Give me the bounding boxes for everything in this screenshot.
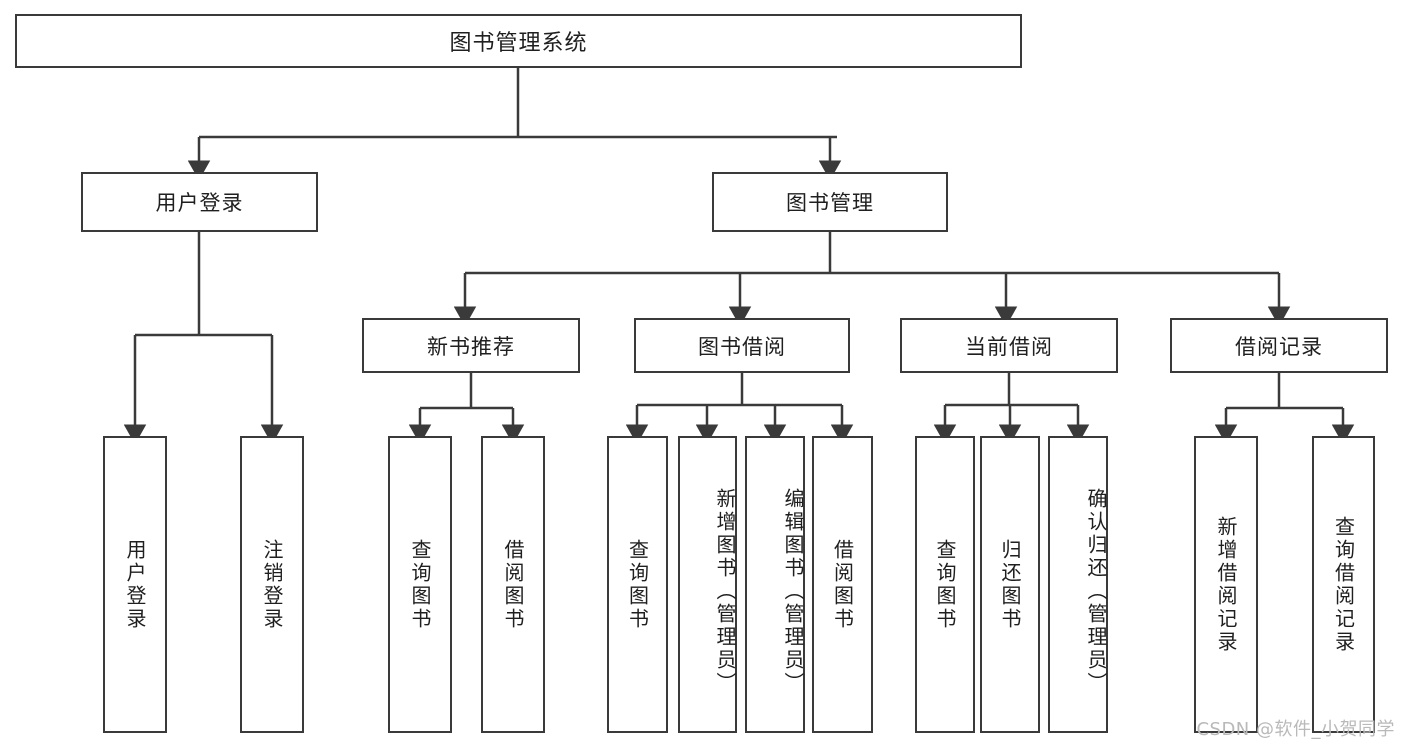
node-leaf-user-logout[interactable]: 注销登录 — [240, 436, 304, 733]
node-user-login[interactable]: 用户登录 — [81, 172, 318, 232]
node-label: 查询图书 — [625, 538, 650, 631]
node-label: 用户登录 — [155, 191, 244, 215]
node-leaf-cur-query[interactable]: 查询图书 — [915, 436, 975, 733]
node-borrow-record[interactable]: 借阅记录 — [1170, 318, 1388, 373]
node-label: 查询图书 — [408, 538, 432, 631]
node-book-borrow[interactable]: 图书借阅 — [634, 318, 850, 373]
node-leaf-borrow-do[interactable]: 借阅图书 — [812, 436, 873, 733]
node-label: 借阅记录 — [1235, 334, 1323, 359]
node-label: 当前借阅 — [965, 334, 1053, 359]
node-leaf-cur-confirm[interactable]: 确认归还（管理员） — [1048, 436, 1108, 733]
node-label: 图书借阅 — [698, 334, 786, 359]
node-label: 用户登录 — [123, 538, 147, 631]
node-current-borrow[interactable]: 当前借阅 — [900, 318, 1118, 373]
node-label: 借阅图书 — [501, 538, 525, 631]
node-leaf-borrow-query[interactable]: 查询图书 — [607, 436, 668, 733]
node-leaf-borrow-edit[interactable]: 编辑图书（管理员） — [745, 436, 805, 733]
node-leaf-user-login[interactable]: 用户登录 — [103, 436, 167, 733]
node-label: 确认归还（管理员） — [1084, 488, 1108, 695]
node-label: 查询图书 — [933, 538, 957, 631]
node-label: 新增借阅记录 — [1214, 515, 1238, 654]
node-new-book-rec[interactable]: 新书推荐 — [362, 318, 580, 373]
node-label: 图书管理 — [786, 191, 874, 215]
node-book-manage[interactable]: 图书管理 — [712, 172, 948, 232]
node-label: 借阅图书 — [830, 538, 855, 631]
node-label: 新书推荐 — [427, 334, 515, 359]
node-label: 查询借阅记录 — [1331, 515, 1356, 654]
node-label: 新增图书（管理员） — [713, 488, 737, 695]
node-leaf-rec-add[interactable]: 新增借阅记录 — [1194, 436, 1258, 733]
node-leaf-rec-search[interactable]: 查询借阅记录 — [1312, 436, 1375, 733]
node-leaf-cur-return[interactable]: 归还图书 — [980, 436, 1040, 733]
node-leaf-rec-borrow[interactable]: 借阅图书 — [481, 436, 545, 733]
node-root[interactable]: 图书管理系统 — [15, 14, 1022, 68]
node-leaf-borrow-add[interactable]: 新增图书（管理员） — [678, 436, 737, 733]
node-label: 归还图书 — [998, 538, 1022, 631]
node-label: 图书管理系统 — [449, 31, 588, 56]
node-leaf-rec-query[interactable]: 查询图书 — [388, 436, 452, 733]
node-label: 注销登录 — [260, 538, 284, 631]
node-label: 编辑图书（管理员） — [781, 488, 805, 695]
